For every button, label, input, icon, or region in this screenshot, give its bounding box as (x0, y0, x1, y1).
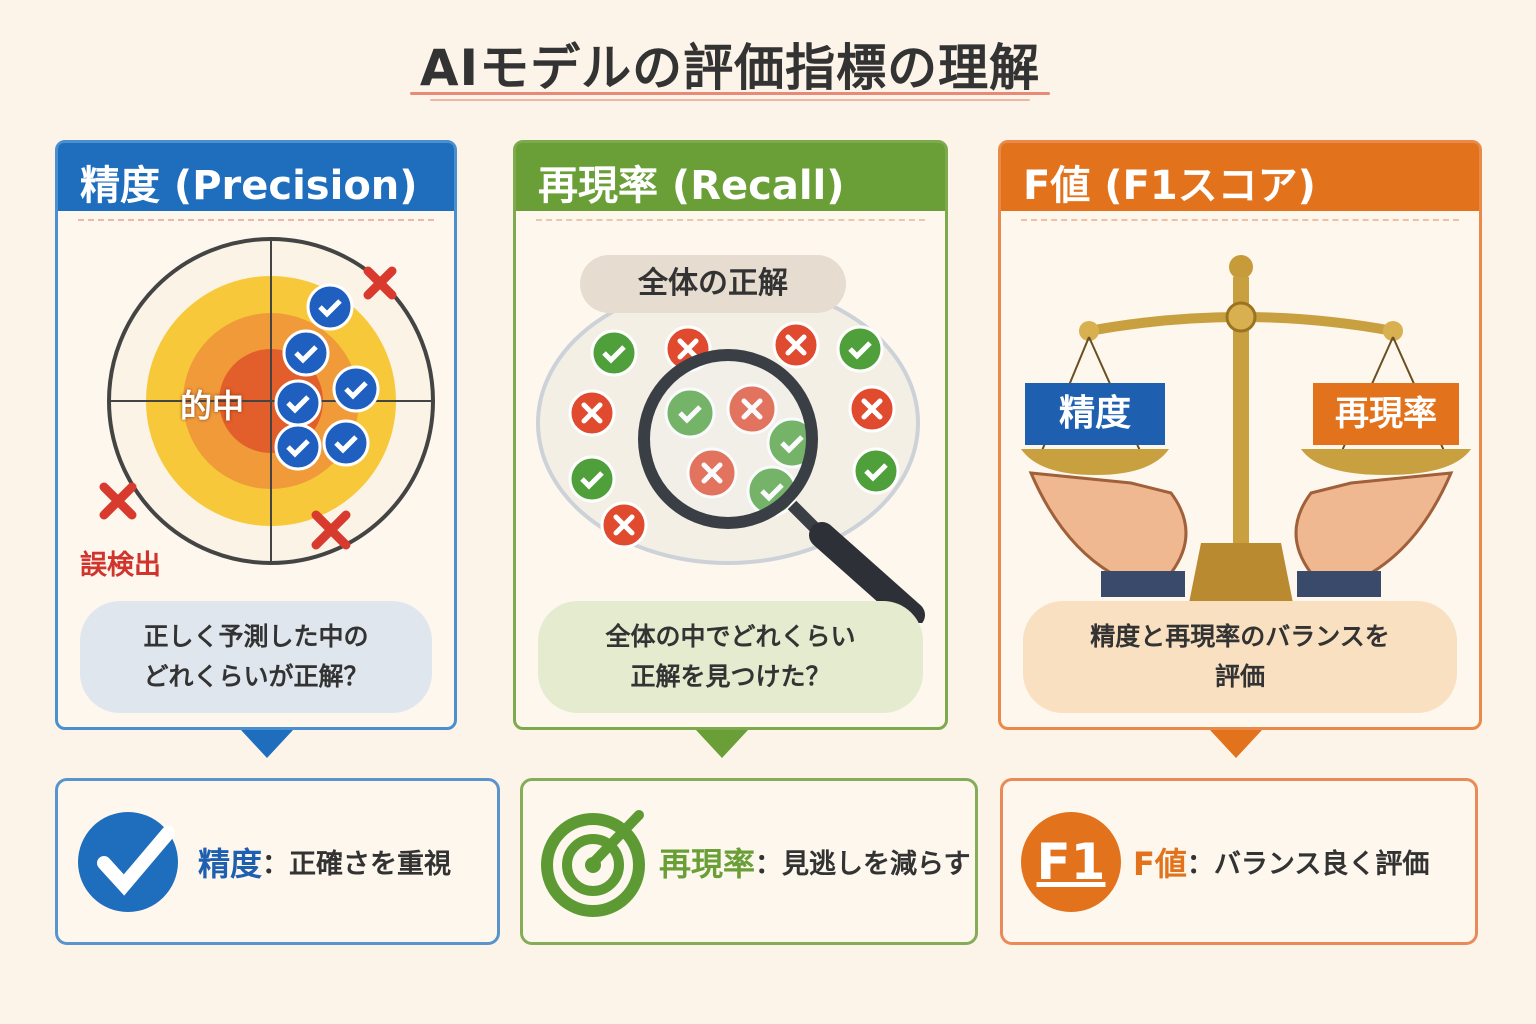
question-line: 全体の中でどれくらい (605, 622, 856, 651)
question-line: 精度と再現率のバランスを (1090, 622, 1390, 651)
hit-label: 的中 (180, 387, 245, 425)
recall-header: 再現率 (Recall) (516, 143, 945, 211)
check-circle-icon (78, 811, 178, 912)
page-title: AIモデルの評価指標の理解 (419, 39, 1041, 97)
magnifier-illustration (536, 281, 925, 623)
divider (1021, 219, 1459, 221)
target-illustration (99, 237, 435, 565)
precision-summary: 精度 ：正確さを重視 (55, 778, 500, 945)
false-detect-label: 誤検出 (80, 550, 161, 581)
f1-header: F値 (F1スコア) (1001, 143, 1479, 211)
recall-question: 全体の中でどれくらい 正解を見つけた？ (538, 601, 923, 713)
precision-pointer (241, 730, 293, 758)
precision-header: 精度 (Precision) (58, 143, 454, 211)
question-line: 正しく予測した中の (143, 622, 369, 651)
title-underline (410, 92, 1050, 95)
divider (536, 219, 925, 221)
recall-card: 再現率 (Recall) 全体の正解 全体の中でどれくらい 正解を見つけた？ (513, 140, 948, 730)
f1-summary: F1 F値 ：バランス良く評価 (1000, 778, 1478, 945)
summary-value: ：見逃しを減らす (755, 849, 971, 880)
recall-summary: 再現率 ：見逃しを減らす (520, 778, 978, 945)
summary-key: 精度 (198, 844, 263, 883)
balance-scale-illustration (1021, 255, 1471, 623)
divider (78, 219, 434, 221)
question-line: 正解を見つけた？ (630, 662, 831, 691)
f1-question: 精度と再現率のバランスを 評価 (1023, 601, 1457, 713)
recall-pointer (696, 730, 748, 758)
summary-key: F値 (1133, 844, 1187, 883)
all-correct-label: 全体の正解 (580, 255, 846, 313)
target-check-icon (541, 809, 645, 917)
right-pan-label: 再現率 (1313, 383, 1459, 445)
question-line: どれくらいが正解？ (143, 662, 369, 691)
f1-badge-icon: F1 (1021, 811, 1121, 912)
summary-key: 再現率 (659, 844, 756, 883)
f1-card: F値 (F1スコア) 精度 再現率 精度と再現率のバランスを 評価 (998, 140, 1482, 730)
precision-card: 精度 (Precision) 的中 誤検出 正しく予測した中の どれくらいが正解… (55, 140, 457, 730)
f1-pointer (1210, 730, 1262, 758)
summary-value: ：正確さを重視 (262, 849, 452, 880)
title-underline-2 (430, 99, 1030, 101)
precision-question: 正しく予測した中の どれくらいが正解？ (80, 601, 432, 713)
summary-value: ：バランス良く評価 (1186, 849, 1430, 880)
left-pan-label: 精度 (1025, 383, 1165, 445)
question-line: 評価 (1214, 662, 1265, 691)
